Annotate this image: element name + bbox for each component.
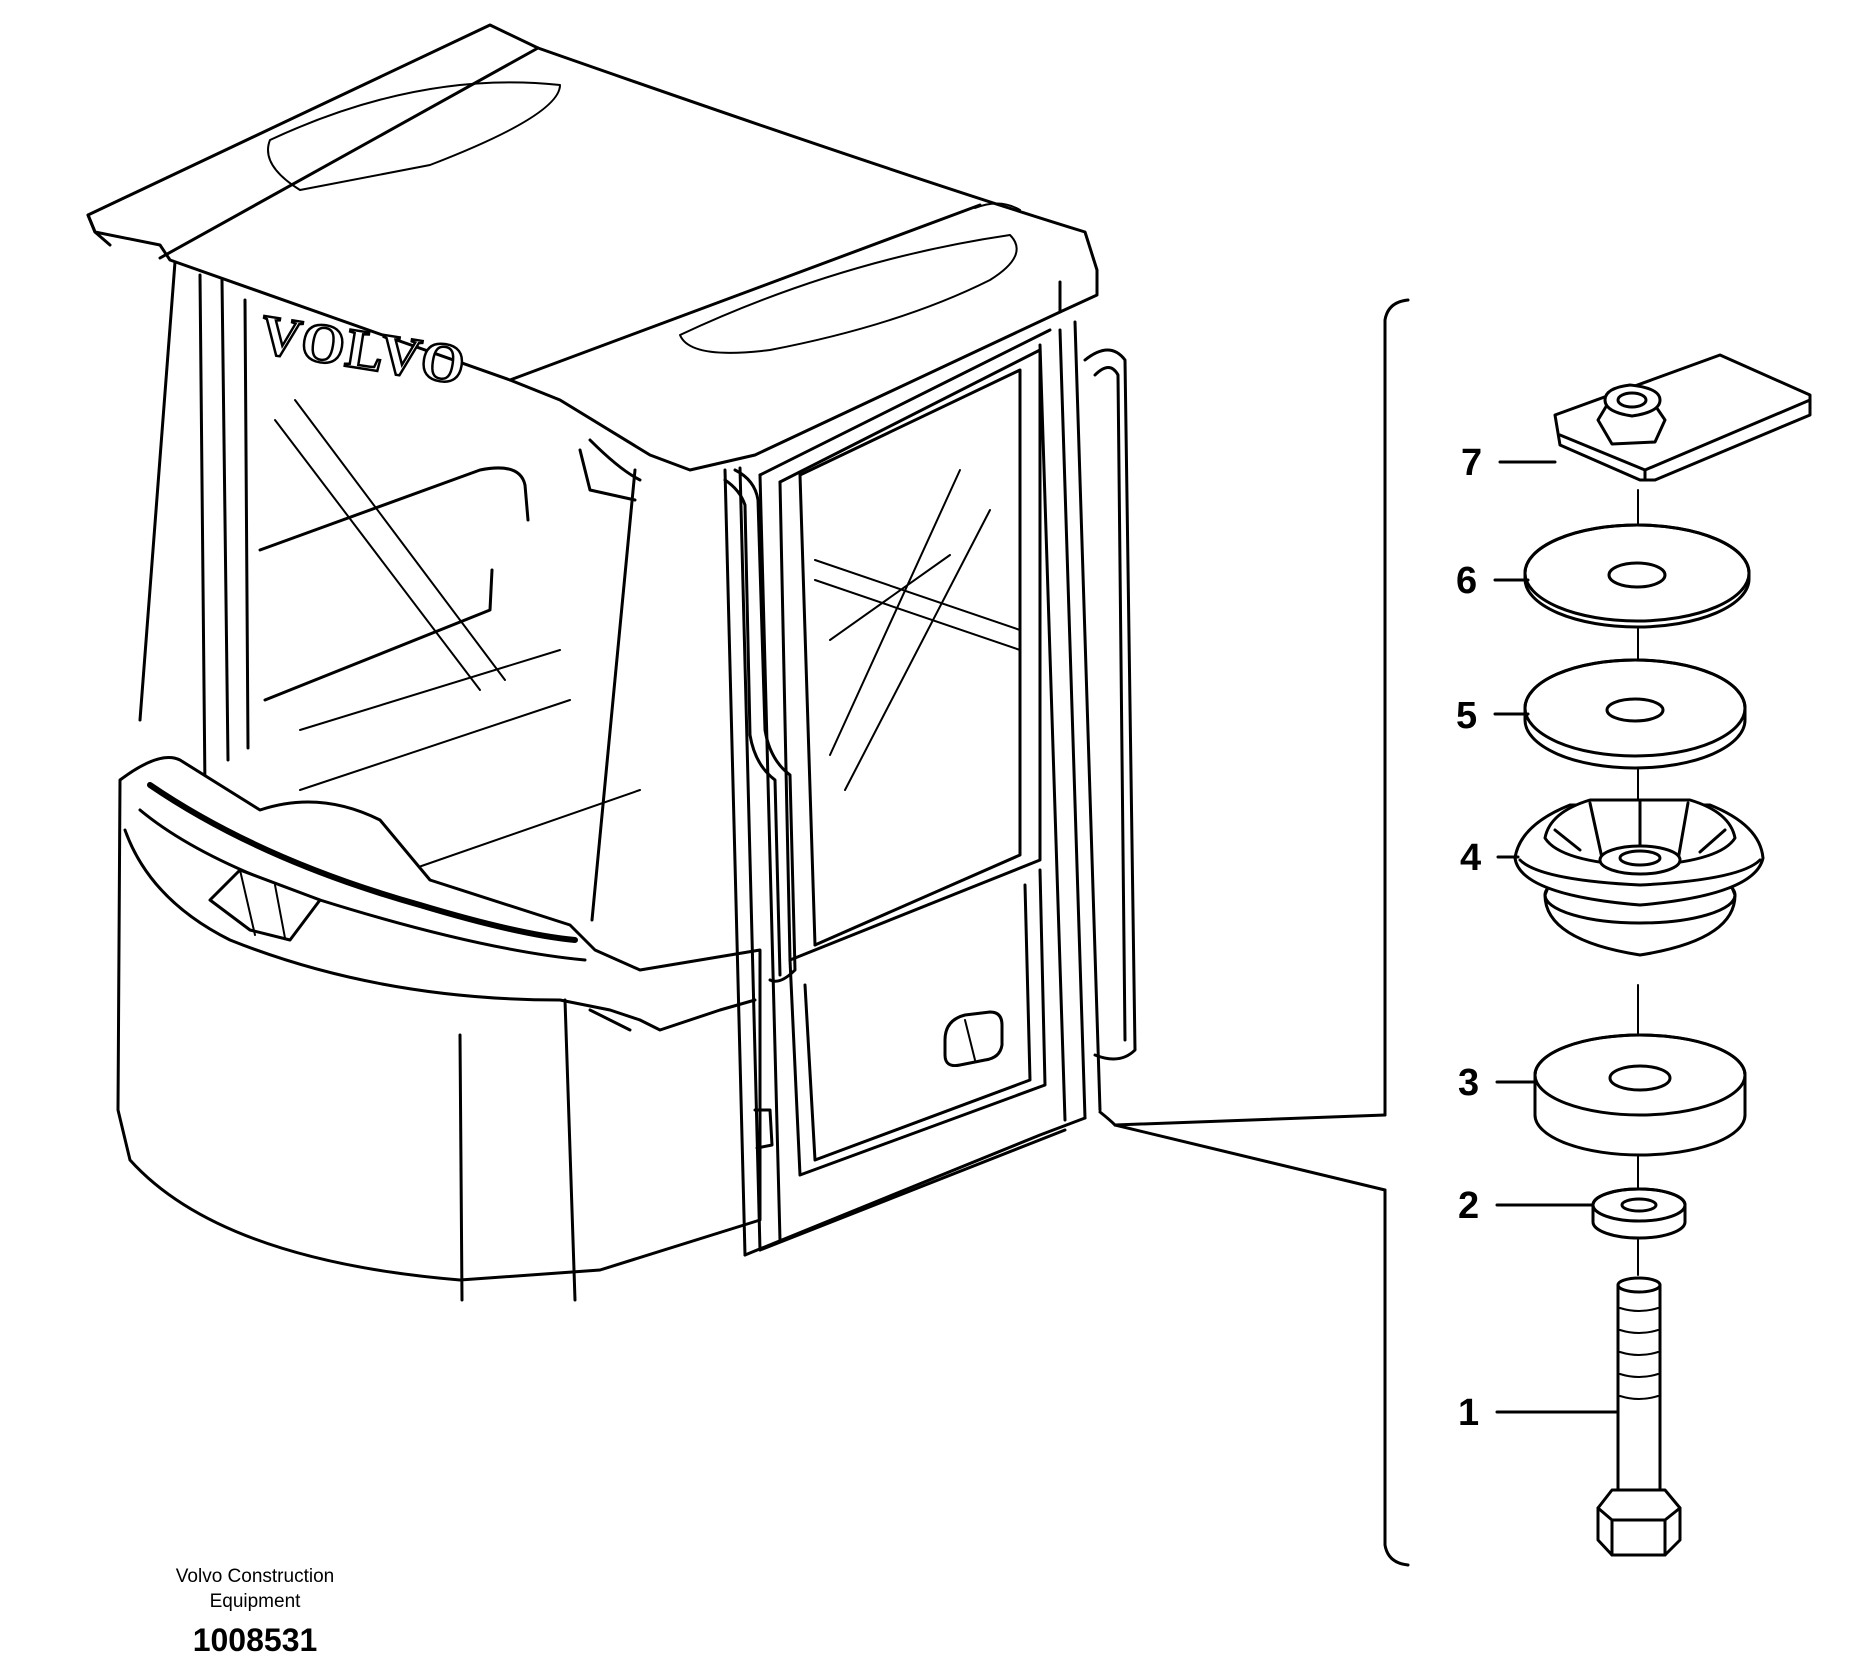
reference-number: 1008531 bbox=[192, 1622, 318, 1658]
callout-7: 7 bbox=[1461, 442, 1482, 484]
rubber-mount bbox=[1513, 798, 1765, 957]
mounting-plate-with-nut bbox=[1553, 353, 1812, 482]
company-name: Volvo Construction bbox=[175, 1566, 335, 1587]
drawing-footer: Volvo Construction Equipment 1008531 bbox=[140, 1564, 370, 1660]
flat-washer-large bbox=[1523, 523, 1751, 629]
operator-cab-illustration: VOLVO bbox=[86, 23, 1137, 1302]
callout-3: 3 bbox=[1458, 1062, 1479, 1104]
callout-5: 5 bbox=[1456, 695, 1477, 737]
callout-2: 2 bbox=[1458, 1185, 1479, 1227]
spacer-bushing bbox=[1591, 1187, 1687, 1240]
company-name-line2: Equipment bbox=[209, 1591, 301, 1612]
hex-bolt bbox=[1596, 1276, 1682, 1557]
exploded-view-bracket bbox=[1113, 298, 1410, 1567]
callout-6: 6 bbox=[1456, 560, 1477, 602]
callout-4: 4 bbox=[1460, 837, 1481, 879]
callout-1: 1 bbox=[1458, 1392, 1479, 1434]
rebound-washer bbox=[1533, 1033, 1747, 1157]
part-callouts: 7 6 5 4 3 2 1 bbox=[1456, 442, 1620, 1434]
flat-washer-medium bbox=[1523, 658, 1747, 770]
